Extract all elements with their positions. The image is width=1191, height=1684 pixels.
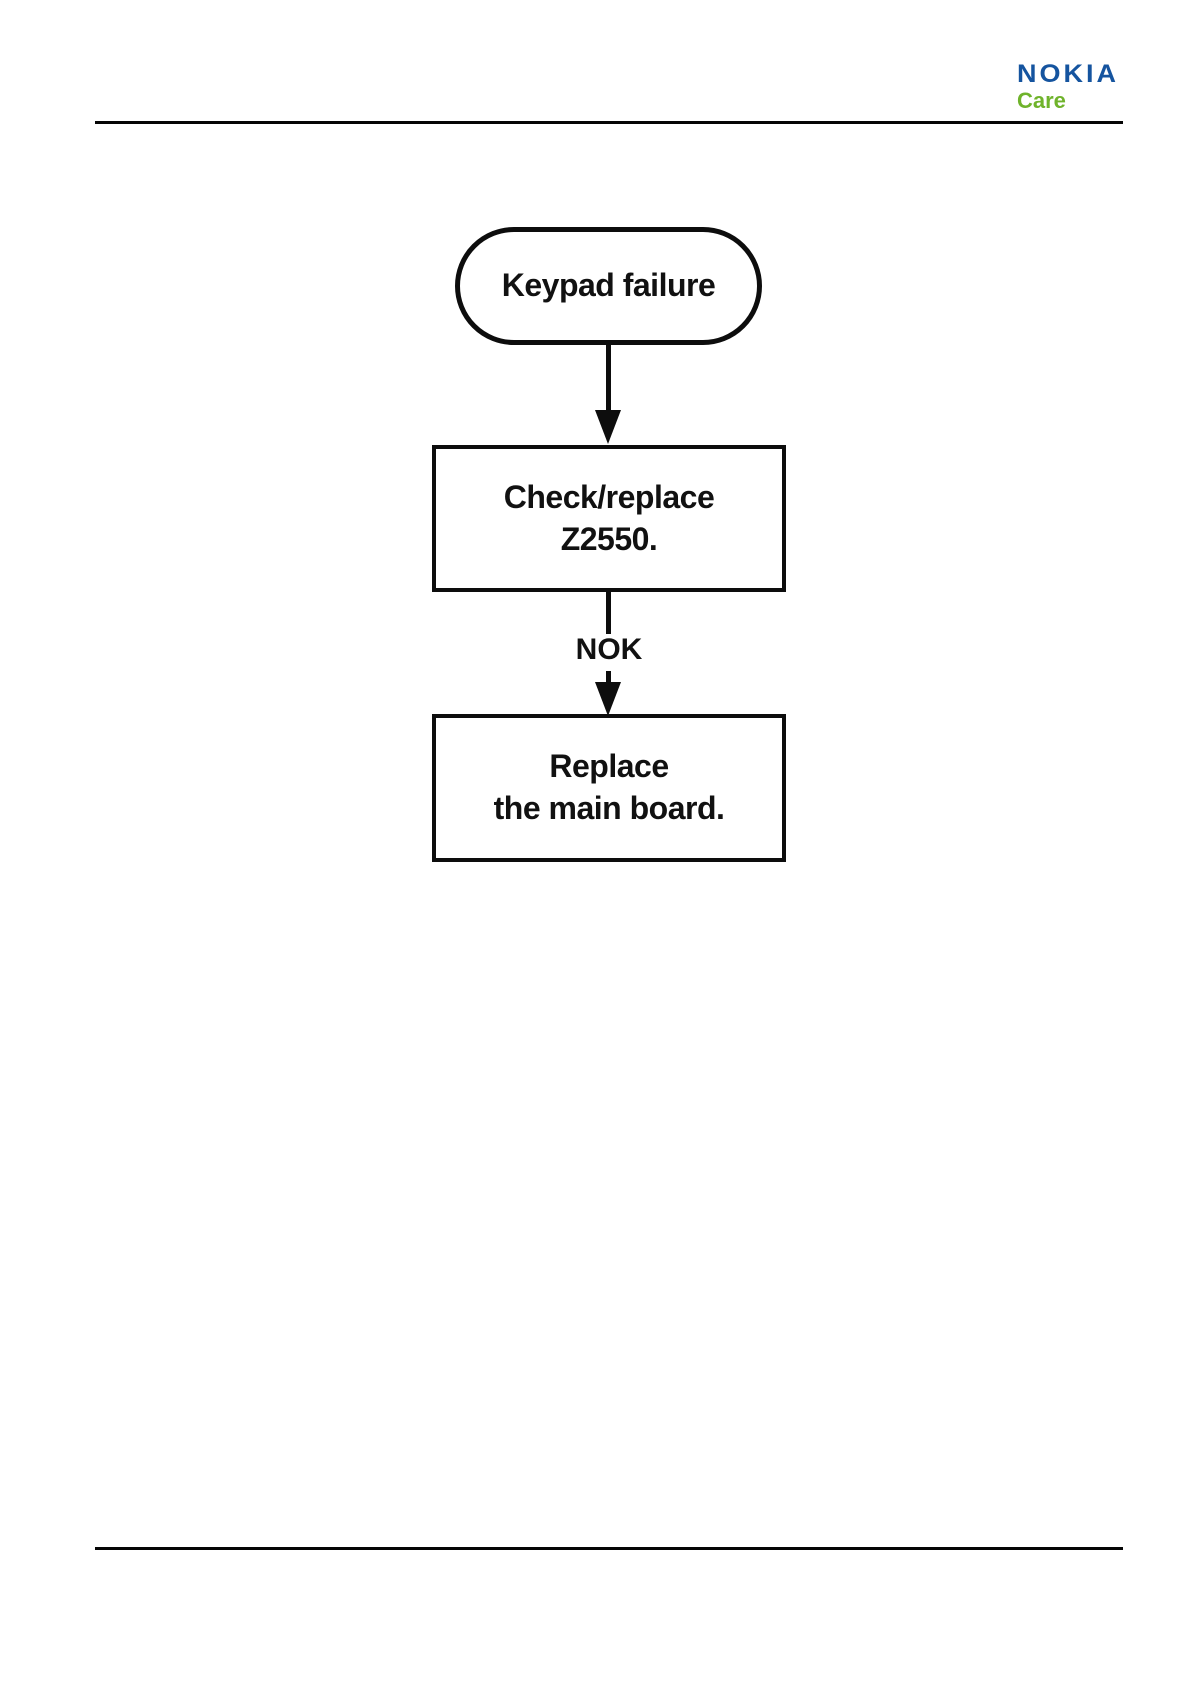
process-label-line: Check/replace	[503, 478, 715, 515]
arrowhead-down-icon	[595, 410, 621, 444]
process-check-replace-z2550: Check/replace Z2550.	[432, 445, 786, 592]
edge-label-nok: NOK	[575, 633, 643, 666]
connector-line-3	[606, 671, 611, 685]
care-brand-text: Care	[1017, 88, 1066, 113]
terminator-label: Keypad failure	[501, 267, 716, 304]
process-label-line: Replace	[549, 748, 669, 785]
header-rule	[95, 121, 1123, 124]
process-label-line: the main board.	[493, 790, 725, 826]
nokia-brand-text: NOKIA	[1017, 60, 1119, 88]
process-replace-main-board: Replace the main board.	[432, 714, 786, 862]
nokia-logo: NOKIA Care	[1017, 62, 1119, 113]
footer-rule	[95, 1547, 1123, 1550]
connector-line-1	[606, 345, 611, 411]
connector-line-2	[606, 592, 611, 634]
process-label-line: Z2550.	[560, 520, 658, 557]
terminator-keypad-failure: Keypad failure	[455, 227, 762, 345]
arrowhead-down-icon	[595, 682, 621, 716]
